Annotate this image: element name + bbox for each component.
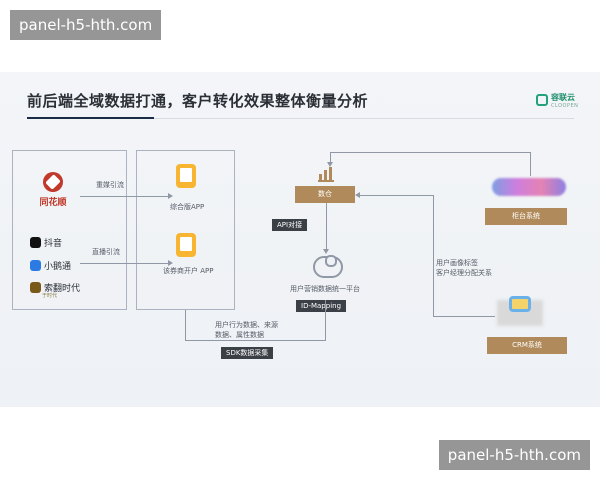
edge-crm-vertical-line — [433, 195, 434, 316]
channel-xiaoetong: 小鹅通 — [30, 259, 71, 272]
slide-title: 前后端全域数据打通，客户转化效果整体衡量分析 — [27, 92, 369, 110]
channel-douyin: 抖音 — [30, 236, 62, 249]
edge-crm-label-2: 客户经理分配关系 — [436, 269, 492, 277]
edge-sdk-up-line — [325, 300, 326, 341]
edge-top-line — [80, 196, 170, 197]
douyin-icon — [30, 237, 41, 248]
watermark-bottom-right: panel-h5-hth.com — [438, 440, 590, 470]
edge-sdk-horizontal-line — [185, 340, 325, 341]
edge-sdk-vertical-line — [185, 310, 186, 340]
edge-counter-up-line — [530, 152, 531, 176]
edge-behavior-label-2: 数据、属性数据 — [215, 331, 264, 339]
edge-dw-hub-line — [326, 203, 327, 251]
edge-middle-line — [80, 263, 170, 264]
hub-title: 用户营销数据统一平台 — [290, 285, 360, 293]
counter-system-node: 柜台系统 — [485, 208, 567, 225]
tonghuashun-label: 同花顺 — [39, 198, 67, 208]
company-logo: 容联云 CLOOPEN — [536, 93, 578, 110]
counter-system-logo — [492, 178, 566, 196]
app-broker-label: 该券商开户 APP — [163, 267, 214, 275]
hub-icon — [313, 255, 343, 278]
tonghuashun-logo: 同花顺 — [32, 172, 74, 216]
xiaoetong-icon — [30, 260, 41, 271]
edge-behavior-label-1: 用户行为数据、来源 — [215, 321, 278, 329]
phone-icon — [176, 164, 196, 188]
edge-crm-top-line — [360, 195, 433, 196]
channel-brand-tag: 于时代 — [42, 293, 58, 299]
title-underline — [27, 117, 154, 119]
edge-top-label: 重媒引流 — [96, 181, 124, 189]
edge-crm-label-1: 用户画像标签 — [436, 259, 478, 267]
brand-icon — [30, 282, 41, 293]
edge-crm-arrow-icon — [355, 192, 360, 198]
channel-brand-label: 索翻时代 — [44, 284, 81, 294]
edge-counter-arrow-icon — [327, 162, 333, 167]
crm-logo-icon — [509, 296, 531, 312]
channel-box — [12, 150, 127, 310]
edge-counter-top-line — [330, 152, 530, 153]
app-box — [136, 150, 235, 310]
channel-brand: 索翻时代 — [30, 281, 80, 294]
bar-chart-icon — [318, 166, 334, 182]
edge-top-arrow-icon — [168, 193, 173, 199]
edge-dw-hub-arrow-icon — [323, 249, 329, 254]
data-warehouse-node: 数仓 — [295, 186, 355, 203]
api-tag: API对接 — [272, 219, 308, 231]
logo-subtitle: CLOOPEN — [551, 103, 579, 109]
crm-system-node: CRM系统 — [487, 337, 567, 354]
tonghuashun-icon — [43, 172, 63, 192]
edge-middle-label: 直播引流 — [92, 248, 120, 256]
channel-xiaoetong-label: 小鹅通 — [44, 262, 72, 272]
id-mapping-tag: ID-Mapping — [296, 300, 347, 312]
edge-middle-arrow-icon — [168, 260, 173, 266]
logo-mark-icon — [536, 94, 548, 106]
edge-counter-down-line — [330, 152, 331, 164]
title-divider — [154, 118, 574, 119]
watermark-top-left: panel-h5-hth.com — [10, 10, 162, 40]
channel-douyin-label: 抖音 — [44, 239, 63, 249]
edge-crm-bottom-line — [433, 316, 495, 317]
logo-name: 容联云 — [551, 93, 575, 102]
sdk-tag: SDK数据采集 — [221, 347, 274, 359]
app-general-label: 综合版APP — [170, 203, 205, 211]
phone-icon — [176, 233, 196, 257]
